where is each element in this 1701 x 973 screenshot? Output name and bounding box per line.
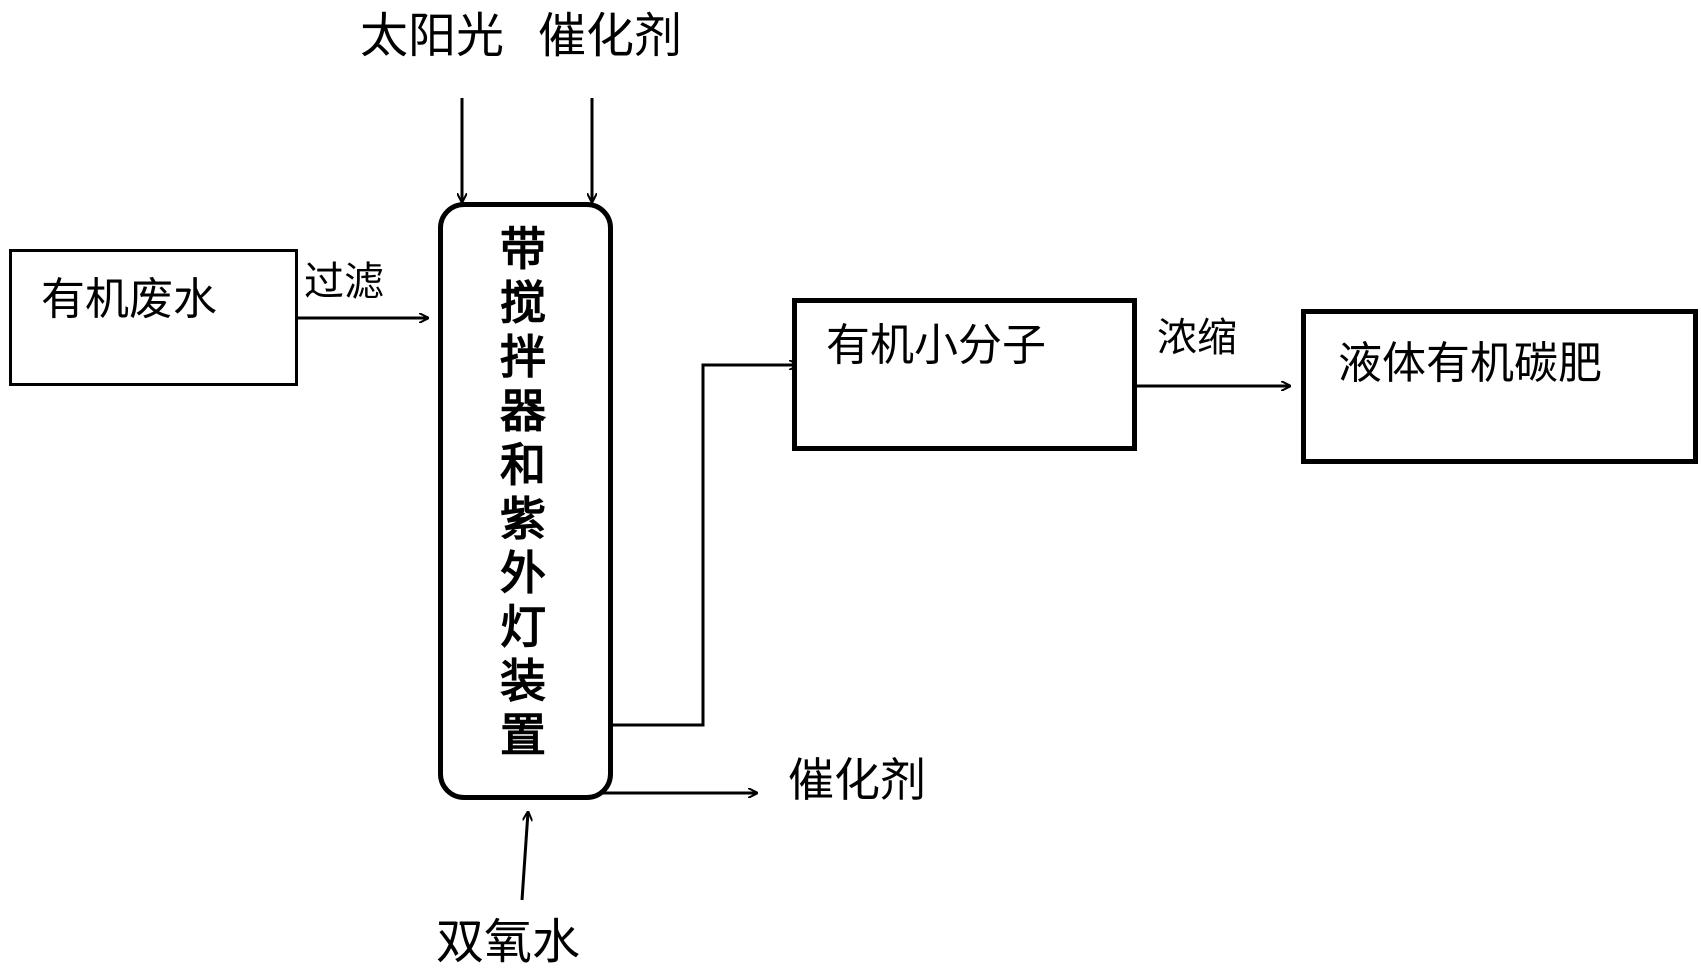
catalyst-input-label: 催化剂 (538, 8, 683, 64)
hydrogen-peroxide-arrow (520, 812, 528, 901)
reactor-label: 带搅拌器和紫外灯装置 (500, 222, 546, 762)
fertilizer-label: 液体有机碳肥 (1338, 338, 1602, 389)
fertilizer-box (1301, 309, 1698, 464)
concentrate-label: 浓缩 (1157, 315, 1237, 361)
sunlight-label: 太阳光 (360, 8, 505, 64)
wastewater-box (9, 249, 298, 386)
wastewater-label: 有机废水 (41, 274, 217, 325)
small-molecules-box (792, 298, 1137, 451)
catalyst-output-label: 催化剂 (788, 753, 926, 807)
hydrogen-peroxide-label: 双氧水 (436, 914, 581, 970)
small-molecules-label: 有机小分子 (826, 320, 1046, 371)
reactor-to-molecules-arrow (613, 365, 798, 727)
filter-label: 过滤 (304, 259, 384, 305)
reactor-box (438, 202, 613, 800)
